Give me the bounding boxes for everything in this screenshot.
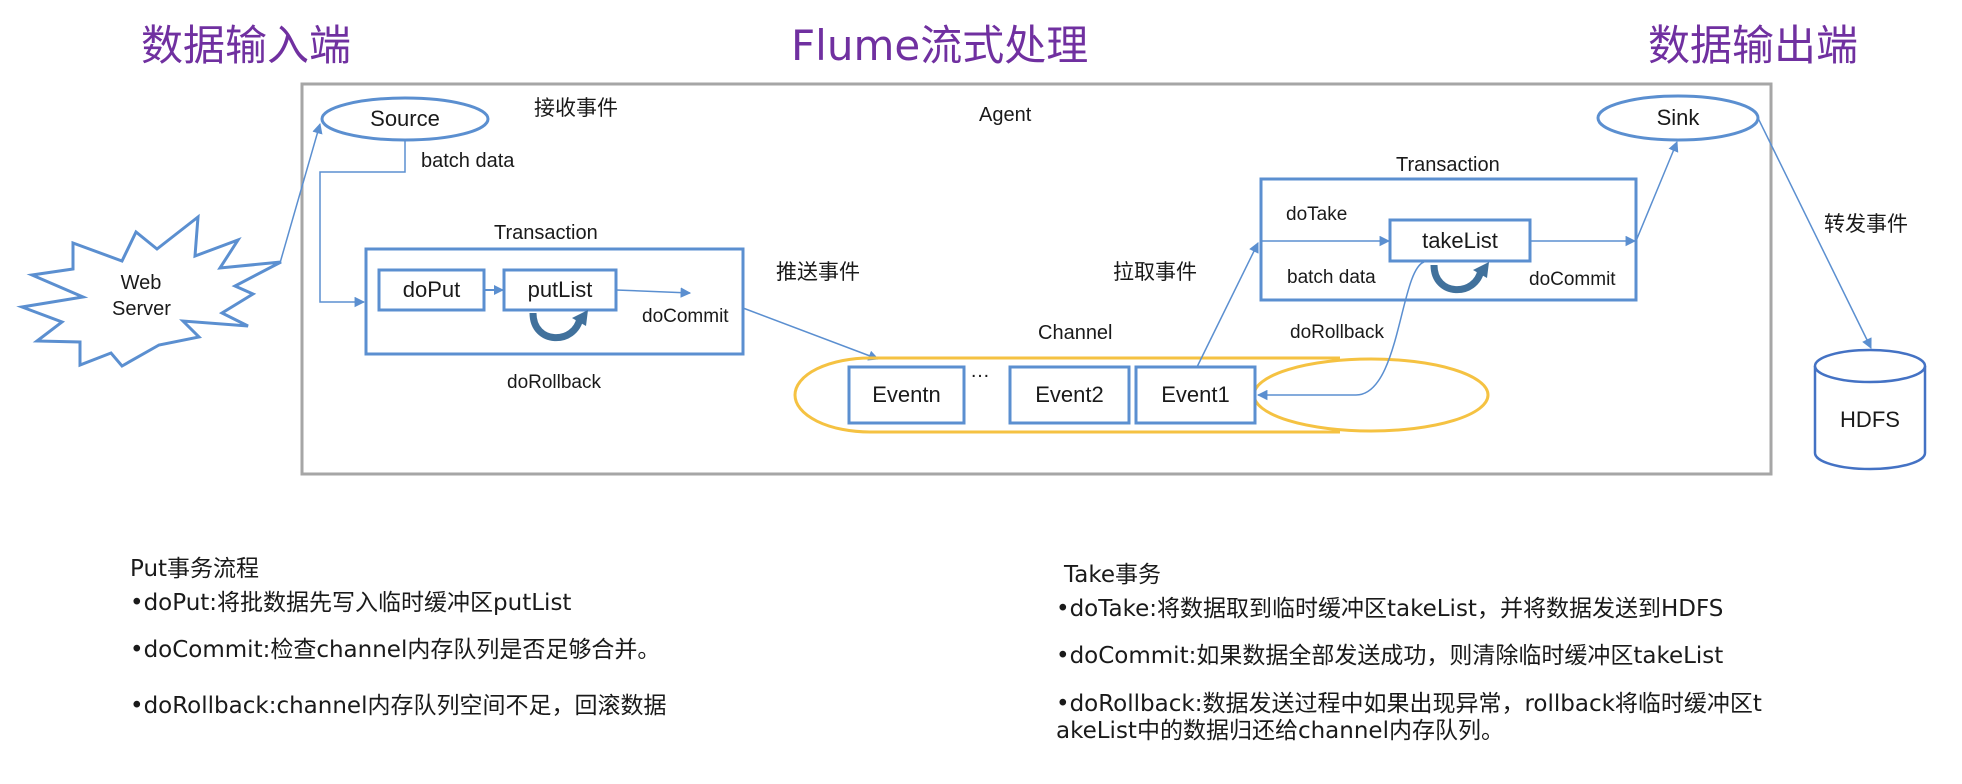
event-box-2	[1008, 365, 1131, 425]
takelist-box	[1388, 218, 1532, 263]
push-event-label: 推送事件	[776, 260, 860, 284]
channel-to-take-arrow	[1196, 242, 1259, 368]
put-notes-heading: Put事务流程	[130, 556, 260, 582]
channel-label: Channel	[1038, 322, 1113, 344]
receive-event-label: 接收事件	[534, 96, 618, 120]
take-rollback-arrow	[1256, 261, 1425, 401]
putlist-label: putList	[527, 277, 593, 302]
take-dorollback-label: doRollback	[1290, 322, 1384, 343]
put-note-item: •doCommit:检查channel内存队列是否足够合并。	[130, 637, 661, 664]
input-end-title: 数据输入端	[141, 21, 352, 70]
take-batch-data-label: batch data	[1287, 267, 1376, 288]
channel-outer-ellipse	[793, 356, 1340, 434]
take-to-sink-arrow	[1635, 141, 1679, 242]
takelist-label: takeList	[1422, 227, 1498, 253]
put-docommit-label: doCommit	[642, 306, 729, 327]
put-transaction-box	[364, 247, 745, 356]
put-note-item: •doRollback:channel内存队列空间不足，回滚数据	[130, 692, 667, 719]
source-to-transaction-arrow	[319, 140, 406, 308]
take-note-item: •doRollback:数据发送过程中如果出现异常，rollback将临时缓冲区…	[1056, 690, 1762, 745]
events-ellipsis: …	[970, 360, 990, 382]
forward-event-label: 转发事件	[1824, 212, 1908, 236]
output-end-title: 数据输出端	[1648, 21, 1859, 70]
putlist-box	[502, 268, 618, 312]
event-2-label: Event2	[1035, 382, 1104, 407]
take-transaction-title: Transaction	[1396, 154, 1500, 176]
web-server-shape	[16, 213, 282, 368]
put-transaction-title: Transaction	[494, 222, 598, 244]
pull-event-label: 拉取事件	[1113, 260, 1197, 284]
source-label: Source	[370, 106, 440, 131]
putlist-commit-arrow	[615, 287, 692, 298]
sink-label: Sink	[1656, 105, 1700, 130]
source-batch-data-label: batch data	[421, 150, 515, 172]
put-to-channel-arrow	[742, 307, 879, 361]
dotake-label: doTake	[1286, 204, 1348, 225]
webserver-to-source-arrow	[279, 122, 323, 264]
doput-box	[377, 268, 486, 312]
put-notes: Put事务流程 •doPut:将批数据先写入临时缓冲区putList •doCo…	[130, 556, 850, 734]
event-1-label: Event1	[1161, 382, 1230, 407]
agent-label: Agent	[979, 104, 1032, 126]
main-title: Flume流式处理	[791, 21, 1089, 70]
event-box-n	[847, 365, 966, 425]
event-n-label: Eventn	[872, 382, 941, 407]
take-notes-heading: Take事务	[1064, 562, 1161, 588]
put-dorollback-label: doRollback	[507, 372, 601, 393]
agent-frame	[300, 82, 1773, 476]
take-note-item: •doCommit:如果数据全部发送成功，则清除临时缓冲区takeList	[1056, 643, 1724, 670]
take-docommit-label: doCommit	[1529, 269, 1616, 290]
take-note-item: •doTake:将数据取到临时缓冲区takeList，并将数据发送到HDFS	[1056, 595, 1724, 622]
web-server-line1: Web	[120, 272, 162, 294]
take-notes: Take事务 •doTake:将数据取到临时缓冲区takeList，并将数据发送…	[1056, 562, 1846, 760]
event-box-1	[1134, 365, 1257, 425]
doput-label: doPut	[402, 277, 461, 302]
hdfs-label: HDFS	[1840, 407, 1900, 432]
putlist-rollback-loop-icon	[529, 312, 584, 342]
hdfs-cylinder	[1813, 348, 1927, 471]
put-note-item: •doPut:将批数据先写入临时缓冲区putList	[130, 589, 572, 616]
web-server-line2: Server	[112, 298, 171, 320]
web-server-label: Web Server	[112, 270, 171, 322]
takelist-rollback-loop-icon	[1430, 264, 1485, 294]
sink-to-hdfs-arrow	[1757, 117, 1872, 349]
